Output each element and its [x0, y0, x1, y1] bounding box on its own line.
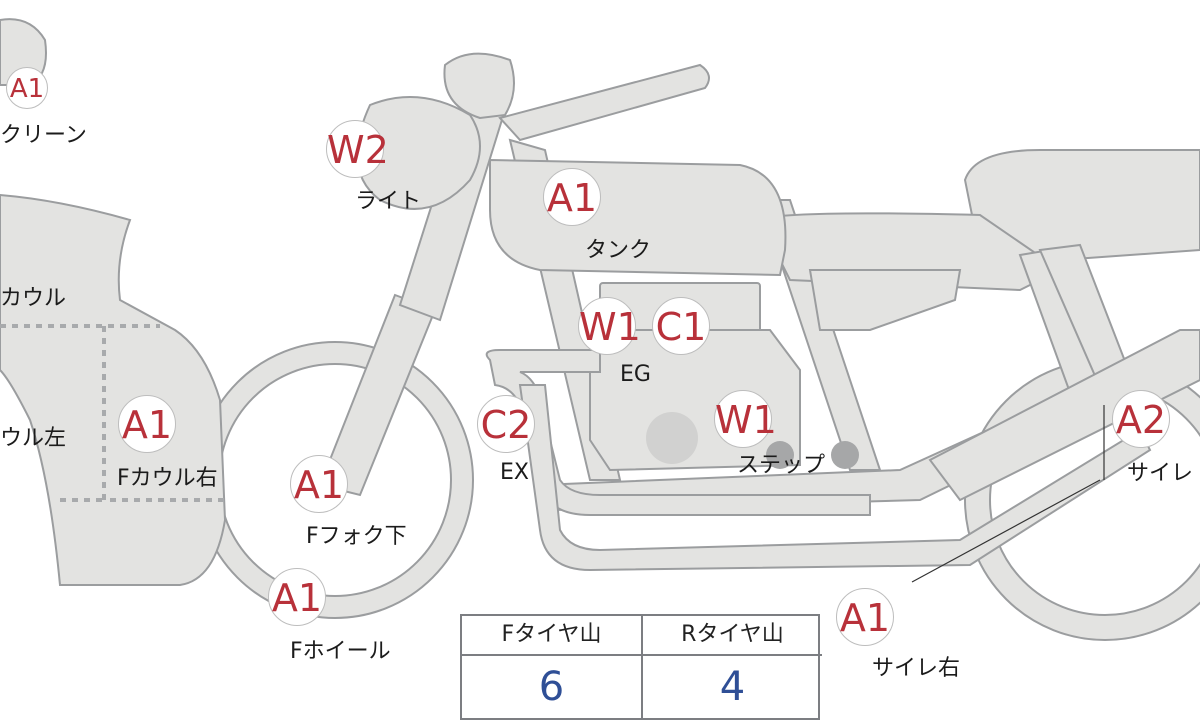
exhaust-label: EX	[500, 460, 529, 485]
silencer-right-badge: A1	[836, 588, 894, 646]
silencer-left-badge: A2	[1112, 390, 1170, 448]
tank-badge: A1	[543, 168, 601, 226]
rear-tread-header: Rタイヤ山	[643, 616, 822, 656]
front-tread-header: Fタイヤ山	[462, 616, 641, 656]
seat	[758, 149, 1200, 331]
engine-label: EG	[620, 362, 651, 387]
step-peg-left	[766, 441, 794, 469]
cowl-shape	[0, 193, 230, 586]
rear-tread-value: 4	[719, 664, 746, 710]
front-wheel-label: Fホイール	[290, 639, 391, 664]
screen-label: クリーン	[0, 123, 87, 148]
cowl-label: カウル	[0, 286, 67, 311]
tank-label: タンク	[585, 238, 652, 263]
screen-badge: A1	[6, 67, 48, 109]
cowl-left-label: ウル左	[0, 426, 67, 451]
front-tread-column: Fタイヤ山 6	[462, 616, 641, 718]
engine-badge-w1: W1	[578, 297, 641, 355]
handlebar	[443, 52, 710, 142]
engine-badge-c1: C1	[652, 297, 710, 355]
front-tread-value: 6	[538, 664, 565, 710]
light-label: ライト	[355, 189, 422, 214]
rear-tread-column: Rタイヤ山 4	[641, 616, 822, 718]
step-badge: W1	[714, 390, 777, 448]
fork-label: Fフォク下	[306, 524, 407, 549]
step-peg-right	[831, 441, 859, 469]
silencer-right-label: サイレ右	[872, 656, 961, 681]
muffler	[928, 329, 1200, 502]
fork-badge: A1	[290, 455, 348, 513]
step-label: ステップ	[737, 453, 826, 478]
front-wheel-badge: A1	[268, 568, 326, 626]
tread-depth-table: Fタイヤ山 6 Rタイヤ山 4	[460, 614, 822, 720]
silencer-leader	[911, 479, 1101, 583]
exhaust-badge: C2	[477, 395, 535, 453]
silencer-left-label: サイレ	[1127, 461, 1194, 486]
cowl-right-label: Fカウル右	[117, 466, 218, 491]
cowl-right-badge: A1	[118, 395, 176, 453]
light-badge: W2	[326, 120, 389, 178]
